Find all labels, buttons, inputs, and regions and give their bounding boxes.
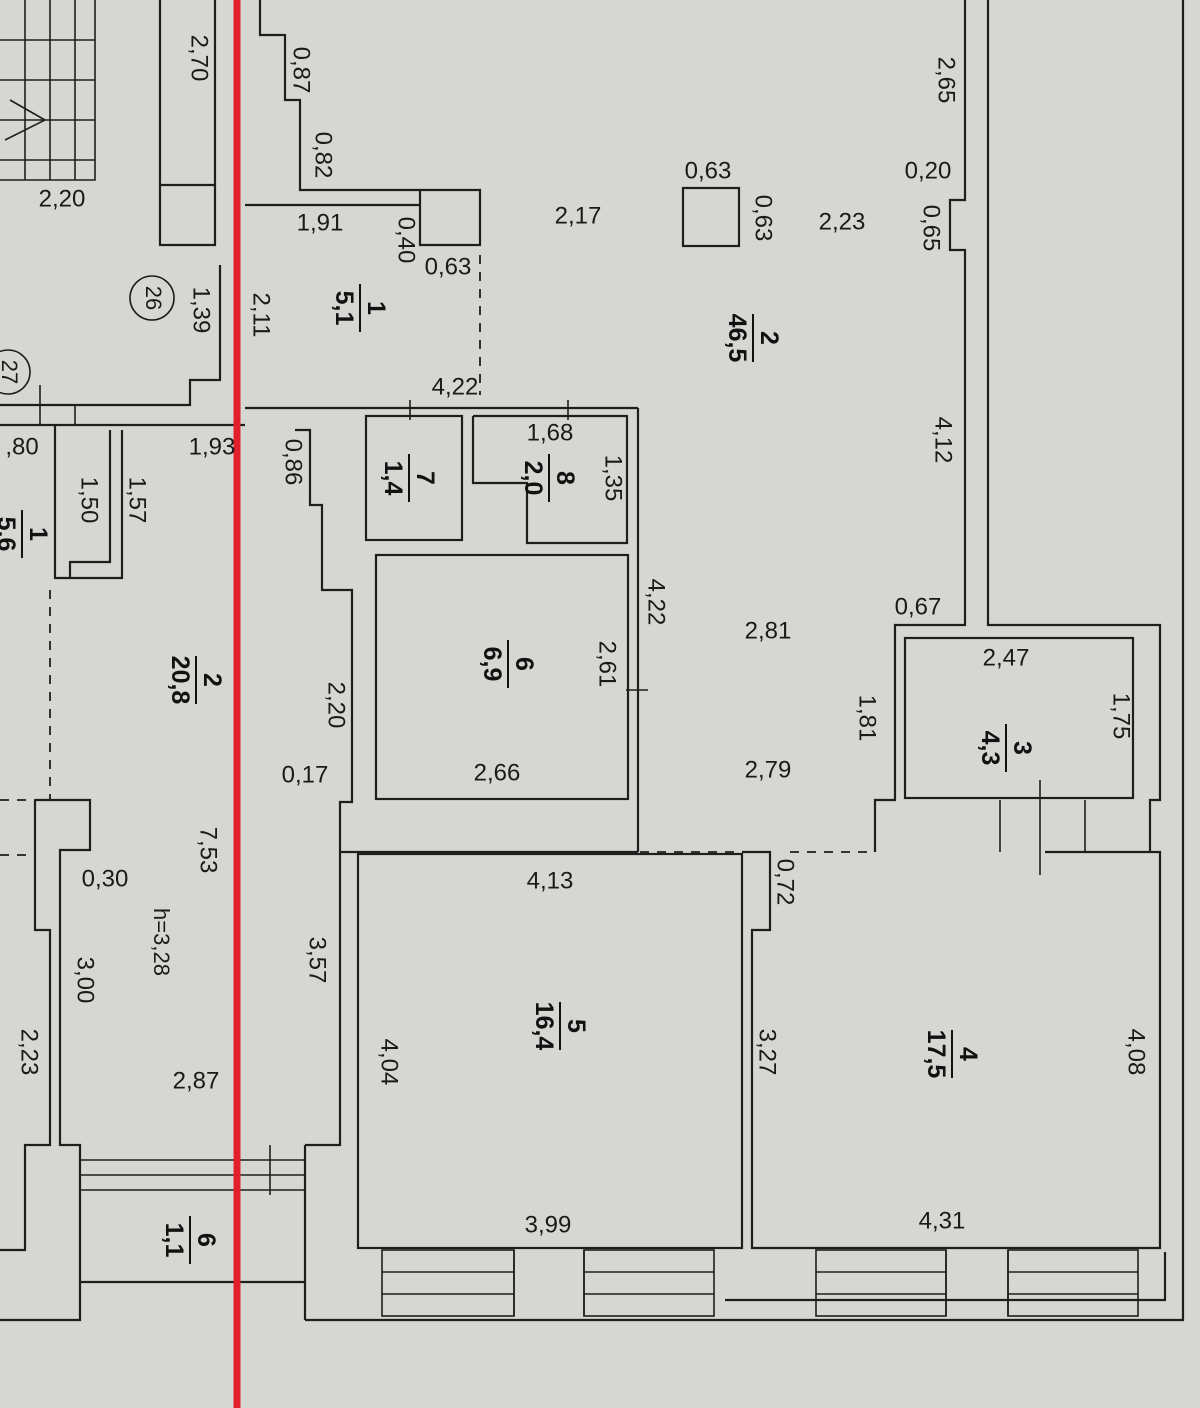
dimension-label: 0,20 [905,157,952,184]
room-label-r3: 34,3 [976,724,1036,772]
room-label-r6: 66,9 [478,640,538,688]
circle-marks [0,275,175,395]
dimension-label: 2,47 [983,644,1030,671]
room-area: 1,4 [379,461,407,496]
dimension-label: 4,04 [376,1039,403,1086]
dimension-label: 2,11 [248,293,275,338]
dimension-label: 0,82 [310,132,337,179]
room-number: 6 [510,657,538,671]
dimension-label: 1,93 [189,433,236,460]
dimension-label: 2,23 [819,208,866,235]
ceiling-height-label: h=3,28 [149,908,174,976]
room-label-l2: 220,8 [166,656,226,705]
circle-mark-label: 26 [141,286,166,310]
dimension-label: 0,72 [772,859,799,906]
dimension-label: 2,79 [745,756,792,783]
dimension-label: 2,66 [474,759,521,786]
room-label-r8: 82,0 [519,454,579,502]
left-walls [0,0,305,1322]
room-number: 3 [1008,741,1036,755]
room-area: 5,6 [0,517,20,552]
dimension-label: 1,75 [1108,693,1135,740]
window-room-5 [381,1249,715,1317]
room-number: 2 [198,673,226,687]
dimension-label: 3,00 [72,957,99,1004]
dimension-label: 0,63 [685,157,732,184]
room-number: 5 [562,1019,590,1033]
room-label-l6: 61,1 [160,1216,220,1264]
room-label-r4: 417,5 [922,1030,982,1079]
dimension-label: 1,50 [76,477,103,524]
dimension-label: 0,63 [750,195,777,242]
room-area: 17,5 [922,1030,950,1079]
room-number: 1 [362,301,390,315]
dimension-label: 4,12 [930,417,957,464]
room-label-r5: 516,4 [530,1002,590,1051]
dimension-label: 0,65 [918,205,945,252]
dimension-label: 1,81 [854,695,881,742]
room-area: 5,1 [330,291,358,326]
room-area: 1,1 [160,1223,188,1258]
dimension-label: 0,40 [393,217,420,264]
mark-labels: h=3,28 26 27 [0,286,174,976]
dimension-label: 4,08 [1123,1029,1150,1076]
room-number: 7 [411,471,439,485]
dimension-label: 1,91 [297,209,344,236]
dimension-label: 4,22 [432,373,479,400]
dimension-label: 2,87 [173,1067,220,1094]
dimension-label: 4,22 [643,579,670,626]
dimension-label: 7,53 [195,827,222,874]
room-area: 2,0 [519,461,547,496]
dimension-label: ,80 [5,433,38,460]
dimension-label: 2,65 [933,57,960,104]
dimension-label: 2,20 [39,185,86,212]
room-number: 6 [192,1233,220,1247]
room-number: 4 [954,1047,982,1061]
dimension-label: 0,63 [425,253,472,280]
dimension-label: 2,70 [186,35,213,82]
dimension-label: 0,87 [288,47,315,94]
room-label-l1: 15,6 [0,510,52,558]
dimension-label: 0,67 [895,593,942,620]
dimension-label: 2,23 [16,1029,43,1076]
room-area: 4,3 [976,731,1004,766]
dimension-label: 1,68 [527,419,574,446]
window-room-4 [815,1249,1139,1317]
room-number: 8 [551,471,579,485]
dimension-label: 2,17 [555,202,602,229]
dimension-label: 4,13 [527,867,574,894]
dimension-label: 1,57 [124,477,151,524]
left-stair [0,0,96,181]
room-label-r7: 71,4 [379,454,439,502]
room-area: 6,9 [478,647,506,682]
dimension-label: 4,31 [919,1207,966,1234]
dimension-label: 0,17 [282,761,329,788]
dimension-label: 2,61 [594,641,621,688]
dimension-label: 1,39 [188,287,215,334]
room-area: 16,4 [530,1002,558,1051]
room-label-r2: 246,5 [723,314,783,363]
dimension-label: 0,30 [82,865,129,892]
dimension-label: 3,27 [754,1029,781,1076]
dimension-label: 2,20 [323,682,350,729]
dimension-label: 0,86 [280,439,307,486]
circle-mark-label: 27 [0,360,22,384]
room-number: 1 [24,527,52,541]
room-area: 46,5 [723,314,751,363]
room-number: 2 [755,331,783,345]
main-walls [245,0,1185,1322]
room-label-r1: 15,1 [330,284,390,332]
dimension-label: 1,35 [600,455,627,502]
dimension-label: 2,81 [745,617,792,644]
room-area: 20,8 [166,656,194,705]
dimension-label: 3,57 [304,937,331,984]
dimension-label: 3,99 [525,1211,572,1238]
